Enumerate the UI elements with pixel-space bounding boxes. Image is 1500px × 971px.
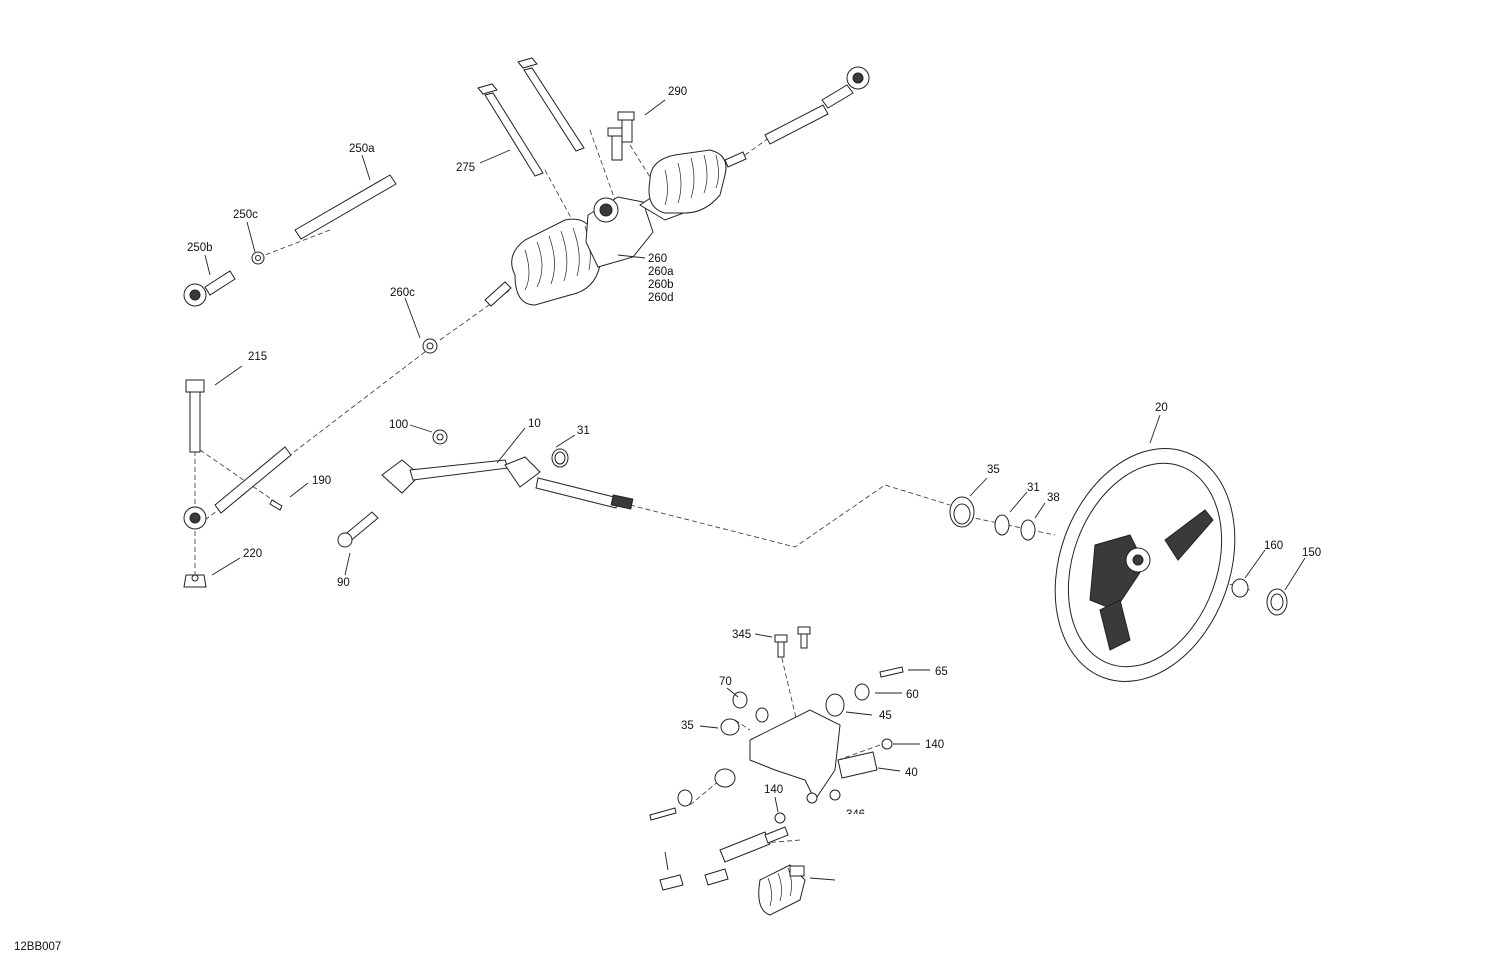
- tie-rod-215-assembly: [183, 379, 292, 588]
- callout-260b: 260b: [648, 279, 674, 291]
- callout-38: 38: [1047, 492, 1060, 504]
- callout-31-shaft: 31: [577, 425, 590, 437]
- callout-260c: 260c: [390, 287, 415, 299]
- callout-90: 90: [337, 577, 350, 589]
- callout-250b: 250b: [187, 242, 213, 254]
- callout-labels: 275 290 250a 250c 250b 260 260a 260b 260…: [14, 86, 1321, 953]
- steering-wheel-20: [1054, 448, 1236, 682]
- callout-290: 290: [668, 86, 687, 98]
- callout-160: 160: [1264, 540, 1283, 552]
- bolt-275-pair: [477, 57, 585, 177]
- callout-35-bracket: 35: [681, 720, 694, 732]
- callout-215: 215: [248, 351, 267, 363]
- callout-250c: 250c: [233, 209, 258, 221]
- callout-260d: 260d: [648, 292, 674, 304]
- nut-260c: [422, 338, 438, 354]
- assembly-centerlines: [194, 129, 1251, 846]
- tie-rod-right: [764, 66, 870, 145]
- column-bracket-group: [649, 626, 904, 916]
- callout-275: 275: [456, 162, 475, 174]
- callout-10: 10: [528, 418, 541, 430]
- steering-shaft-10: [337, 429, 634, 548]
- leader-lines: [204, 99, 1306, 881]
- callout-45: 45: [879, 710, 892, 722]
- callout-31-wheel: 31: [1027, 482, 1040, 494]
- tie-rod-left: [183, 174, 397, 307]
- callout-260: 260: [648, 253, 667, 265]
- callout-140-lower: 140: [764, 784, 783, 796]
- callout-345: 345: [732, 629, 751, 641]
- callout-190: 190: [312, 475, 331, 487]
- callout-150: 150: [1302, 547, 1321, 559]
- callout-40: 40: [905, 767, 918, 779]
- callout-140-right: 140: [925, 739, 944, 751]
- callout-260a: 260a: [648, 266, 674, 278]
- callout-70: 70: [719, 676, 732, 688]
- callout-60: 60: [906, 689, 919, 701]
- bolt-290-pair: [607, 111, 635, 161]
- steering-rack-assembly: [484, 149, 747, 307]
- callout-20: 20: [1155, 402, 1168, 414]
- callout-100: 100: [389, 419, 408, 431]
- callout-250a: 250a: [349, 143, 375, 155]
- diagram-id: 12BB007: [14, 941, 61, 953]
- callout-220: 220: [243, 548, 262, 560]
- wheel-small-parts: [949, 496, 1288, 616]
- callout-35-wheel: 35: [987, 464, 1000, 476]
- callout-65: 65: [935, 666, 948, 678]
